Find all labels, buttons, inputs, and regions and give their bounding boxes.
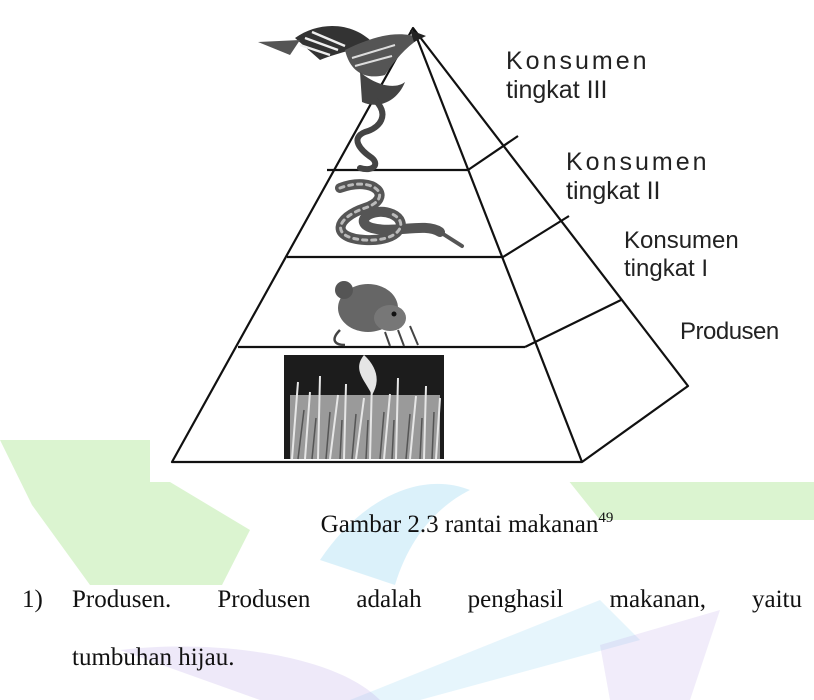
label-konsumen-tingkat-ii: Konsumen tingkat II xyxy=(566,148,710,206)
caption-text: Gambar 2.3 rantai makanan xyxy=(321,511,599,538)
label-produsen: Produsen xyxy=(680,318,779,346)
footnote-marker: 49 xyxy=(598,510,613,526)
label-line: tingkat I xyxy=(624,255,739,283)
label-line: Konsumen xyxy=(506,47,650,76)
paragraph-first-line: 1) Produsen. Produsen adalah penghasil m… xyxy=(22,586,802,614)
label-line: tingkat III xyxy=(506,76,650,105)
label-line: tingkat II xyxy=(566,177,710,206)
label-line: Konsumen xyxy=(566,148,710,177)
list-number: 1) xyxy=(22,586,72,614)
label-line: Produsen xyxy=(680,318,779,346)
grass-icon xyxy=(284,355,444,459)
paragraph-text-line2: tumbuhan hijau. xyxy=(22,644,802,672)
figure-caption: Gambar 2.3 rantai makanan49 xyxy=(0,510,814,539)
label-konsumen-tingkat-i: Konsumen tingkat I xyxy=(624,227,739,282)
label-line: Konsumen xyxy=(624,227,739,255)
body-paragraph: 1) Produsen. Produsen adalah penghasil m… xyxy=(22,586,802,672)
label-konsumen-tingkat-iii: Konsumen tingkat III xyxy=(506,47,650,105)
paragraph-text-line1: Produsen. Produsen adalah penghasil maka… xyxy=(72,586,802,614)
